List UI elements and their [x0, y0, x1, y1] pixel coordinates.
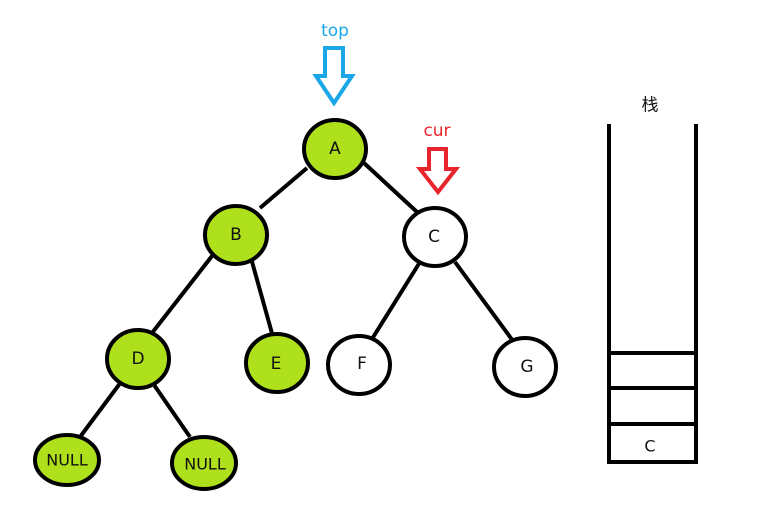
edge-a-c: [362, 161, 419, 214]
node-d-label: D: [131, 349, 145, 369]
stack-title: 栈: [641, 95, 659, 116]
node-e: [244, 332, 310, 394]
node-d: [105, 328, 171, 390]
stack-item: C: [644, 436, 656, 456]
tree-nodes: [33, 118, 558, 491]
cur-pointer-arrow: [415, 147, 461, 196]
edge-c-f: [370, 260, 422, 341]
edge-b-d: [150, 254, 214, 335]
node-c-label: C: [428, 227, 440, 247]
node-null-left: [33, 433, 101, 487]
node-a-label: A: [329, 139, 341, 159]
edge-d-null2: [150, 380, 192, 439]
node-f: [326, 334, 392, 396]
edge-d-null1: [78, 380, 123, 439]
node-null-right-label: NULL: [184, 454, 226, 474]
cur-pointer-label: cur: [423, 121, 451, 141]
node-e-label: E: [270, 354, 282, 374]
stack-container: [607, 124, 698, 464]
node-b: [203, 204, 269, 266]
node-null-right: [170, 435, 238, 491]
node-null-left-label: NULL: [46, 450, 88, 470]
edge-a-b: [258, 166, 309, 210]
top-pointer-arrow: [312, 46, 356, 107]
edge-b-e: [249, 257, 275, 338]
node-f-label: F: [357, 354, 367, 374]
edge-c-g: [453, 260, 515, 343]
tree-edges: [78, 161, 515, 439]
top-pointer-label: top: [321, 21, 349, 41]
node-g: [492, 336, 558, 398]
node-g-label: G: [520, 357, 534, 377]
node-c: [402, 206, 468, 268]
node-b-label: B: [230, 225, 242, 245]
node-a: [302, 118, 368, 180]
